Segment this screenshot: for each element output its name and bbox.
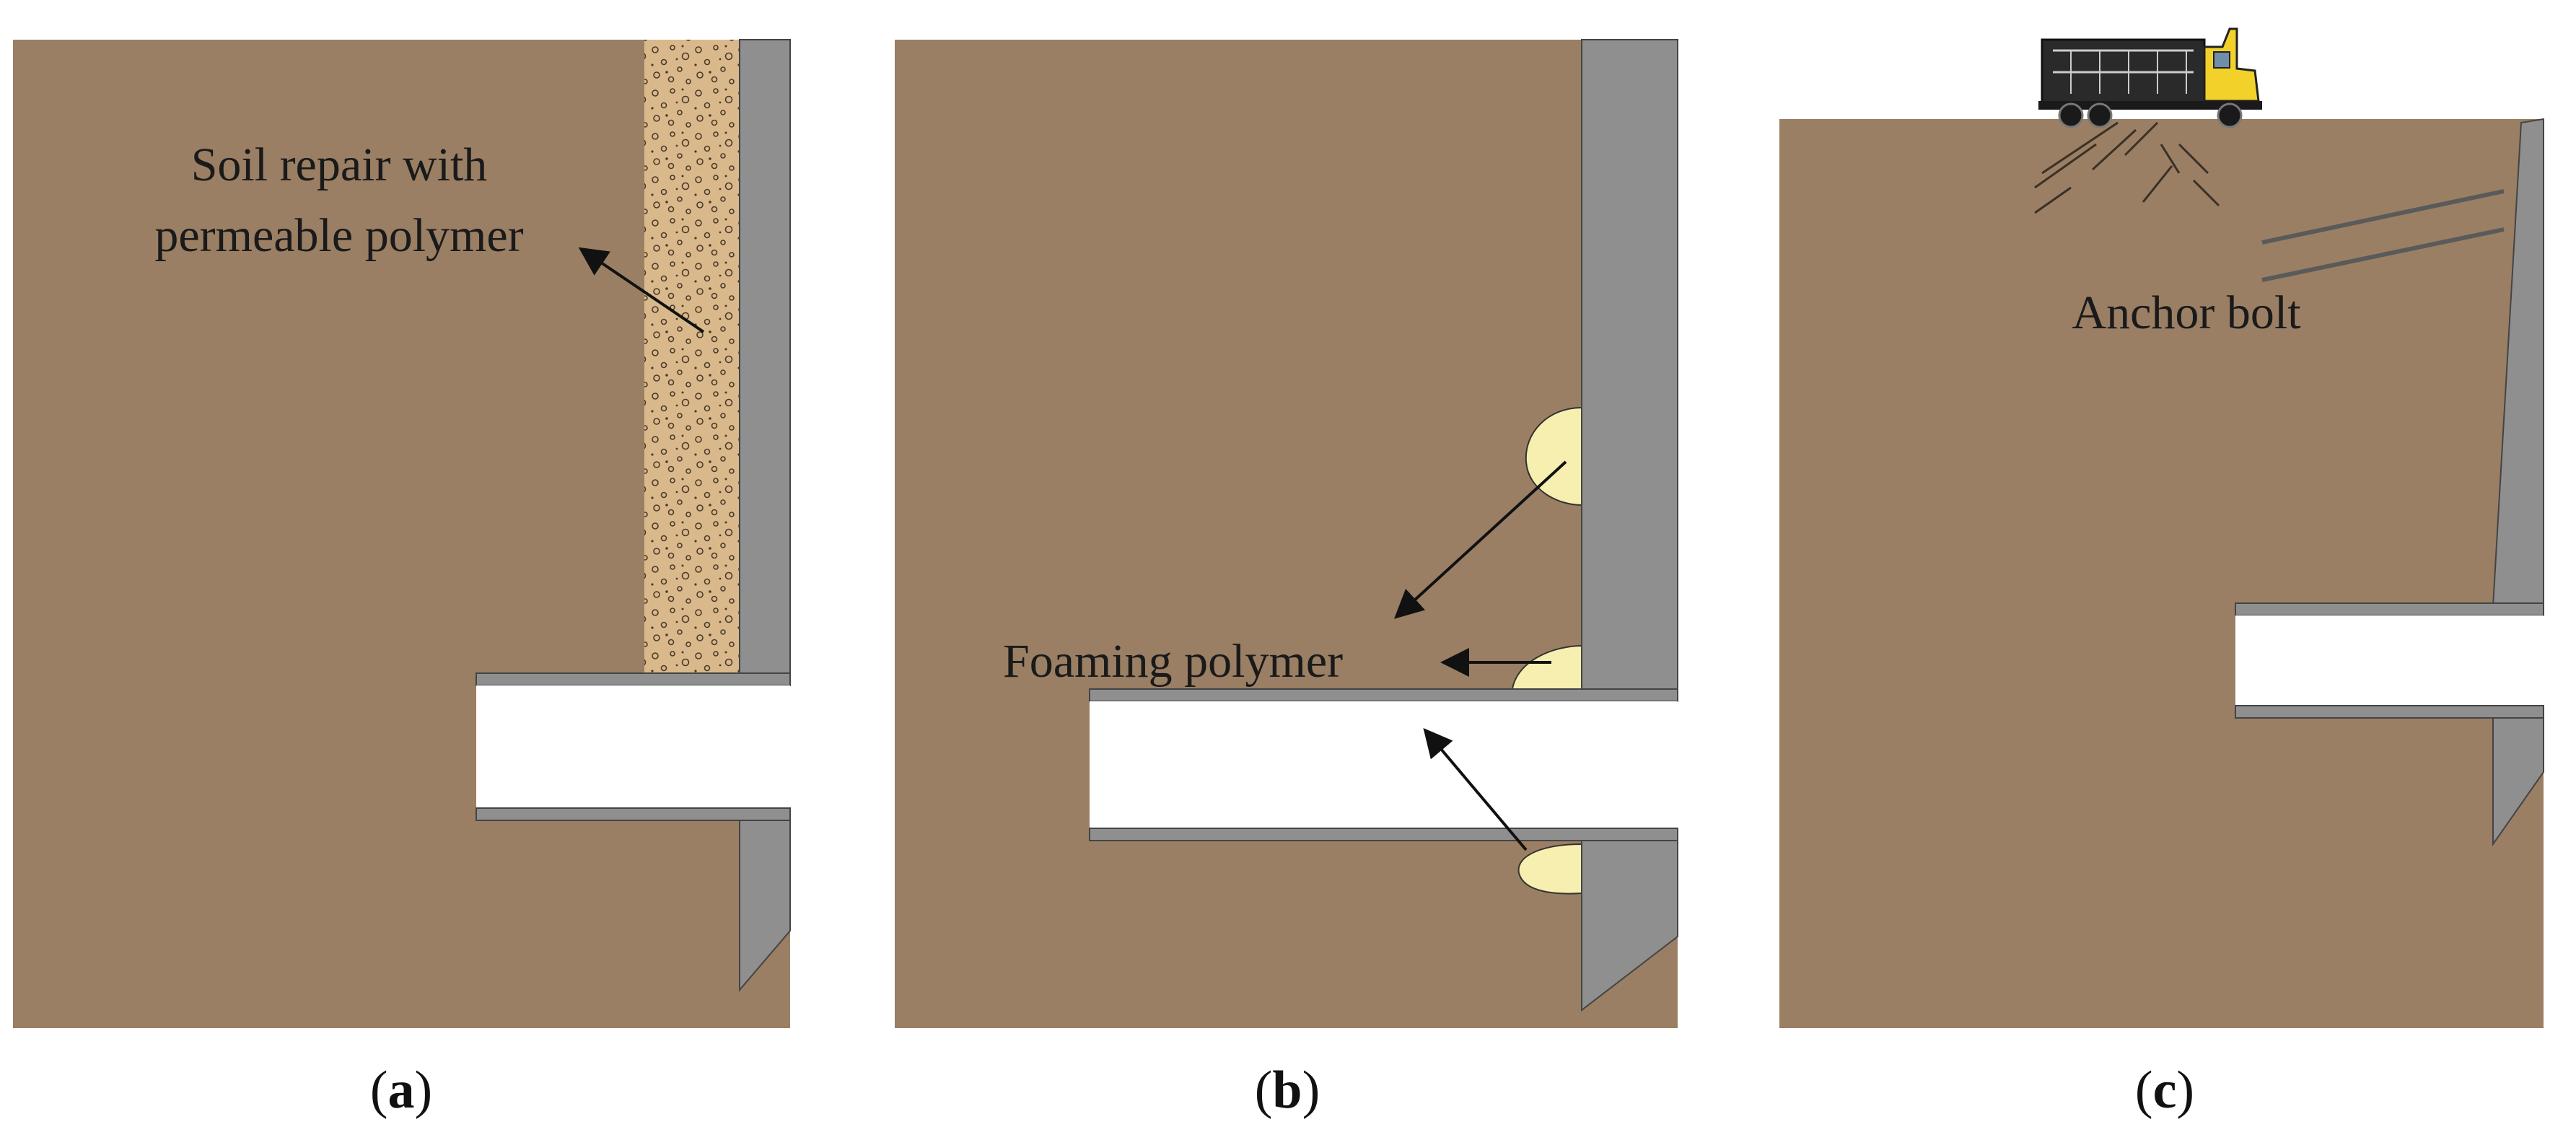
drain-pipe-bottom [1089,828,1678,841]
drain-opening [476,685,790,817]
panel-a: Soil repair with permeable polymer (a) [13,39,791,1120]
foaming-polymer-label: Foaming polymer [1003,635,1343,688]
caption-a: (a) [370,1061,432,1120]
drain-pipe-top [1089,688,1678,702]
repair-label-line1: Soil repair with [191,139,488,191]
permeable-polymer-zone [644,40,740,673]
dump-truck-icon [2038,27,2262,128]
soil-mass [895,40,1678,1028]
panel-b: Foaming polymer (b) [895,39,1678,1120]
drain-pipe-bottom [2235,705,2544,719]
drain-pipe-top [2235,602,2544,616]
caption-b: (b) [1255,1061,1320,1120]
soil-mass [1779,119,2544,1028]
wall-footing [739,820,791,992]
load-dispersion-lines [2034,121,2220,214]
arrow-lower [1423,727,1528,851]
caption-c: (c) [2135,1061,2194,1120]
drain-opening [2235,615,2544,713]
soil-mass [13,40,790,1028]
retaining-wall [739,39,791,674]
drain-pipe-top [476,672,791,686]
label-arrow [578,247,705,333]
panel-c: Anchor bolt [1779,27,2544,1120]
wall-footing [1581,840,1678,1012]
polymer-blob-upper [1525,406,1582,507]
retaining-wall [1581,39,1678,695]
anchor-bolt-upper [2261,189,2505,245]
anchor-bolt-label: Anchor bolt [2072,286,2300,339]
drain-opening [1090,701,1678,828]
arrow-upper [1394,460,1567,619]
polymer-blob-lower [1517,843,1582,895]
drain-pipe-bottom [476,807,791,821]
anchor-bolt-lower [2261,227,2505,282]
repair-label-line2: permeable polymer [154,209,523,262]
